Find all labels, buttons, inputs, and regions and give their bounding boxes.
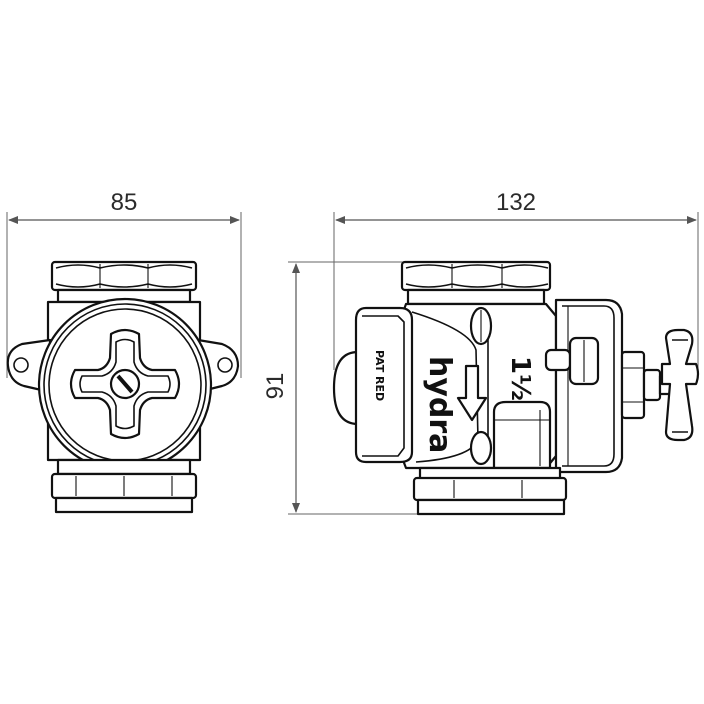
side-left-inlet: PAT RED [332, 306, 414, 464]
side-spindle [620, 350, 676, 420]
dimension-label-85: 85 [111, 189, 138, 216]
side-lower-block [492, 400, 552, 470]
dimension-length-side: 132 [333, 189, 699, 380]
side-lower-boss [469, 430, 493, 466]
front-top-nut [50, 260, 198, 304]
dimension-label-132: 132 [496, 189, 536, 216]
side-top-nut [400, 260, 552, 306]
side-clip [544, 336, 600, 386]
patent-marking: PAT RED [373, 350, 386, 401]
dimension-label-91: 91 [262, 373, 289, 400]
dimension-height: 91 [262, 261, 420, 515]
front-view [6, 260, 240, 514]
dimension-width-front: 85 [6, 189, 242, 378]
front-bottom-nut [50, 458, 198, 514]
brand-marking: hydra [422, 356, 457, 453]
size-marking: 1½ [505, 356, 535, 401]
side-handle-wheel [660, 328, 700, 442]
front-cross-knob [69, 328, 181, 440]
flow-arrow-icon [456, 364, 488, 422]
side-bottom-nut [412, 466, 568, 516]
side-upper-boss [469, 306, 493, 346]
side-right-cap [554, 298, 624, 474]
side-view: PAT RED 1½ hydra [332, 260, 700, 516]
